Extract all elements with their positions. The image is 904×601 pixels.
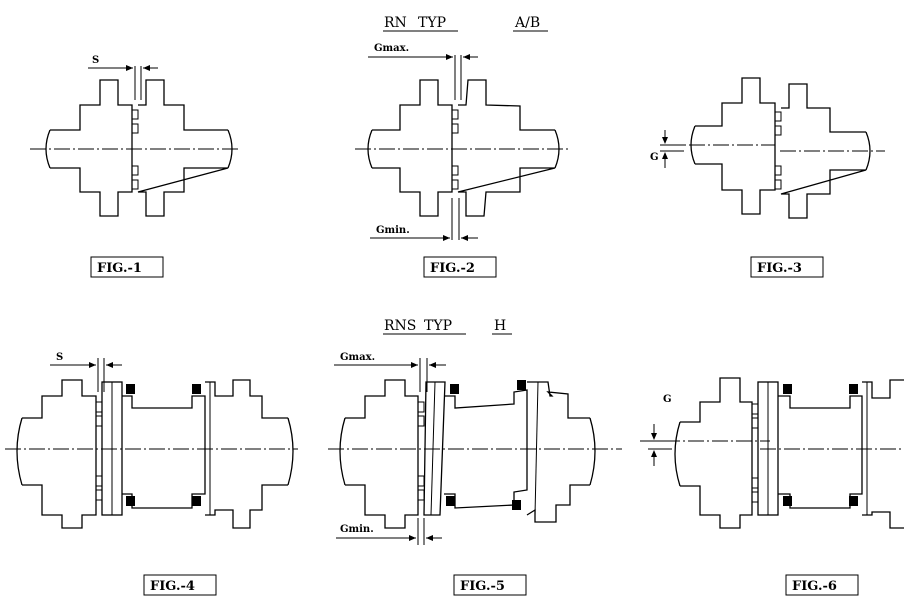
- figure-5-coupling: Gmax. Gmin.: [328, 352, 622, 545]
- arrow-head: [463, 54, 470, 60]
- fig-3-label: FIG.-3: [757, 261, 802, 276]
- spacer-body: [122, 395, 206, 509]
- right-hub: [205, 379, 288, 529]
- right-hub: [137, 79, 229, 217]
- figure-labels: FIG.-1 FIG.-2 FIG.-3 FIG.-4 FIG.-5 FIG.-…: [90, 256, 859, 596]
- dimension-gmin-label: Gmin.: [340, 524, 374, 535]
- arrow-head: [662, 137, 668, 144]
- heading-typ: TYP: [418, 15, 446, 31]
- bolt-marker: [192, 496, 201, 506]
- fig-1-label: FIG.-1: [97, 261, 142, 276]
- left-hub: [372, 79, 453, 217]
- spacer-flange-tilted: [423, 381, 446, 516]
- left-shaft-end: [674, 421, 681, 487]
- bolt-marker: [783, 384, 792, 394]
- arrow-head: [662, 152, 668, 159]
- right-hub-partial: [862, 379, 904, 529]
- elastic-elements: [751, 403, 759, 503]
- heading-rn-typ: RN TYP A/B: [383, 15, 548, 32]
- heading-h: H: [494, 318, 506, 334]
- left-hub: [345, 379, 419, 529]
- heading-typ-h: TYP: [424, 318, 452, 334]
- bolt-marker: [192, 384, 201, 394]
- bolt-marker: [446, 496, 455, 506]
- arrow-head: [126, 65, 133, 71]
- left-hub: [695, 77, 776, 215]
- right-hub-angled: [457, 79, 556, 217]
- fig-label-box: [750, 256, 824, 278]
- arrow-head: [429, 362, 436, 368]
- arrow-head: [651, 433, 657, 440]
- elastic-elements: [95, 401, 103, 501]
- dimension-s-label: S: [92, 55, 99, 66]
- arrow-head: [89, 362, 96, 368]
- figure-4-coupling: S: [5, 352, 298, 529]
- spacer-body: [778, 395, 863, 509]
- arrow-head: [143, 65, 150, 71]
- arrow-head: [443, 235, 450, 241]
- left-hub: [50, 79, 133, 217]
- heading-rns-typ: RNS TYP H: [383, 318, 512, 335]
- left-hub: [22, 379, 97, 529]
- left-hub: [680, 377, 753, 529]
- bolt-marker: [849, 384, 858, 394]
- arrow-head: [409, 535, 416, 541]
- left-shaft-end: [16, 417, 23, 486]
- elastic-elements: [131, 109, 139, 190]
- bolt-marker: [126, 496, 135, 506]
- bolt-marker: [450, 384, 459, 394]
- elastic-elements: [774, 111, 782, 190]
- right-shaft-end: [287, 417, 294, 486]
- arrow-head: [426, 535, 433, 541]
- elastic-elements: [417, 401, 425, 501]
- fig-label-box: [423, 256, 497, 278]
- right-shaft-end: [589, 417, 596, 486]
- elastic-elements: [451, 109, 459, 190]
- fig-label-box: [90, 256, 164, 278]
- fig-label-box: [785, 574, 859, 596]
- arrow-head: [651, 450, 657, 457]
- fig-4-label: FIG.-4: [150, 579, 195, 594]
- figure-3-coupling: G: [650, 77, 885, 219]
- fig-label-box: [453, 574, 527, 596]
- fig-2-label: FIG.-2: [430, 261, 475, 276]
- arrow-head: [411, 362, 418, 368]
- fig-6-label: FIG.-6: [792, 579, 837, 594]
- arrow-head: [461, 235, 468, 241]
- fig-label-box: [143, 574, 217, 596]
- arrow-head: [446, 54, 453, 60]
- bolt-marker: [126, 384, 135, 394]
- bolt-marker: [849, 496, 858, 506]
- heading-rn: RN: [384, 15, 407, 31]
- bolt-marker: [783, 496, 792, 506]
- dimension-g-label: G: [663, 394, 672, 405]
- dimension-gmin-label: Gmin.: [376, 225, 410, 236]
- figure-2-coupling: Gmax. Gmin.: [355, 43, 568, 241]
- right-hub-offset: [780, 83, 867, 219]
- dimension-gmax-label: Gmax.: [374, 43, 409, 54]
- bolt-marker: [512, 500, 521, 510]
- fig-5-label: FIG.-5: [460, 579, 505, 594]
- dimension-gmax-label: Gmax.: [340, 352, 375, 363]
- figure-6-coupling: G: [640, 377, 904, 529]
- heading-ab: A/B: [514, 15, 540, 31]
- right-shaft-end: [865, 131, 871, 171]
- left-shaft-end: [339, 417, 346, 486]
- dimension-s-label: S: [56, 352, 63, 363]
- heading-rns: RNS: [384, 318, 416, 334]
- dimension-g-label: G: [650, 152, 659, 163]
- figure-1-coupling: S: [30, 55, 240, 217]
- bolt-marker: [517, 380, 526, 390]
- arrow-head: [106, 362, 113, 368]
